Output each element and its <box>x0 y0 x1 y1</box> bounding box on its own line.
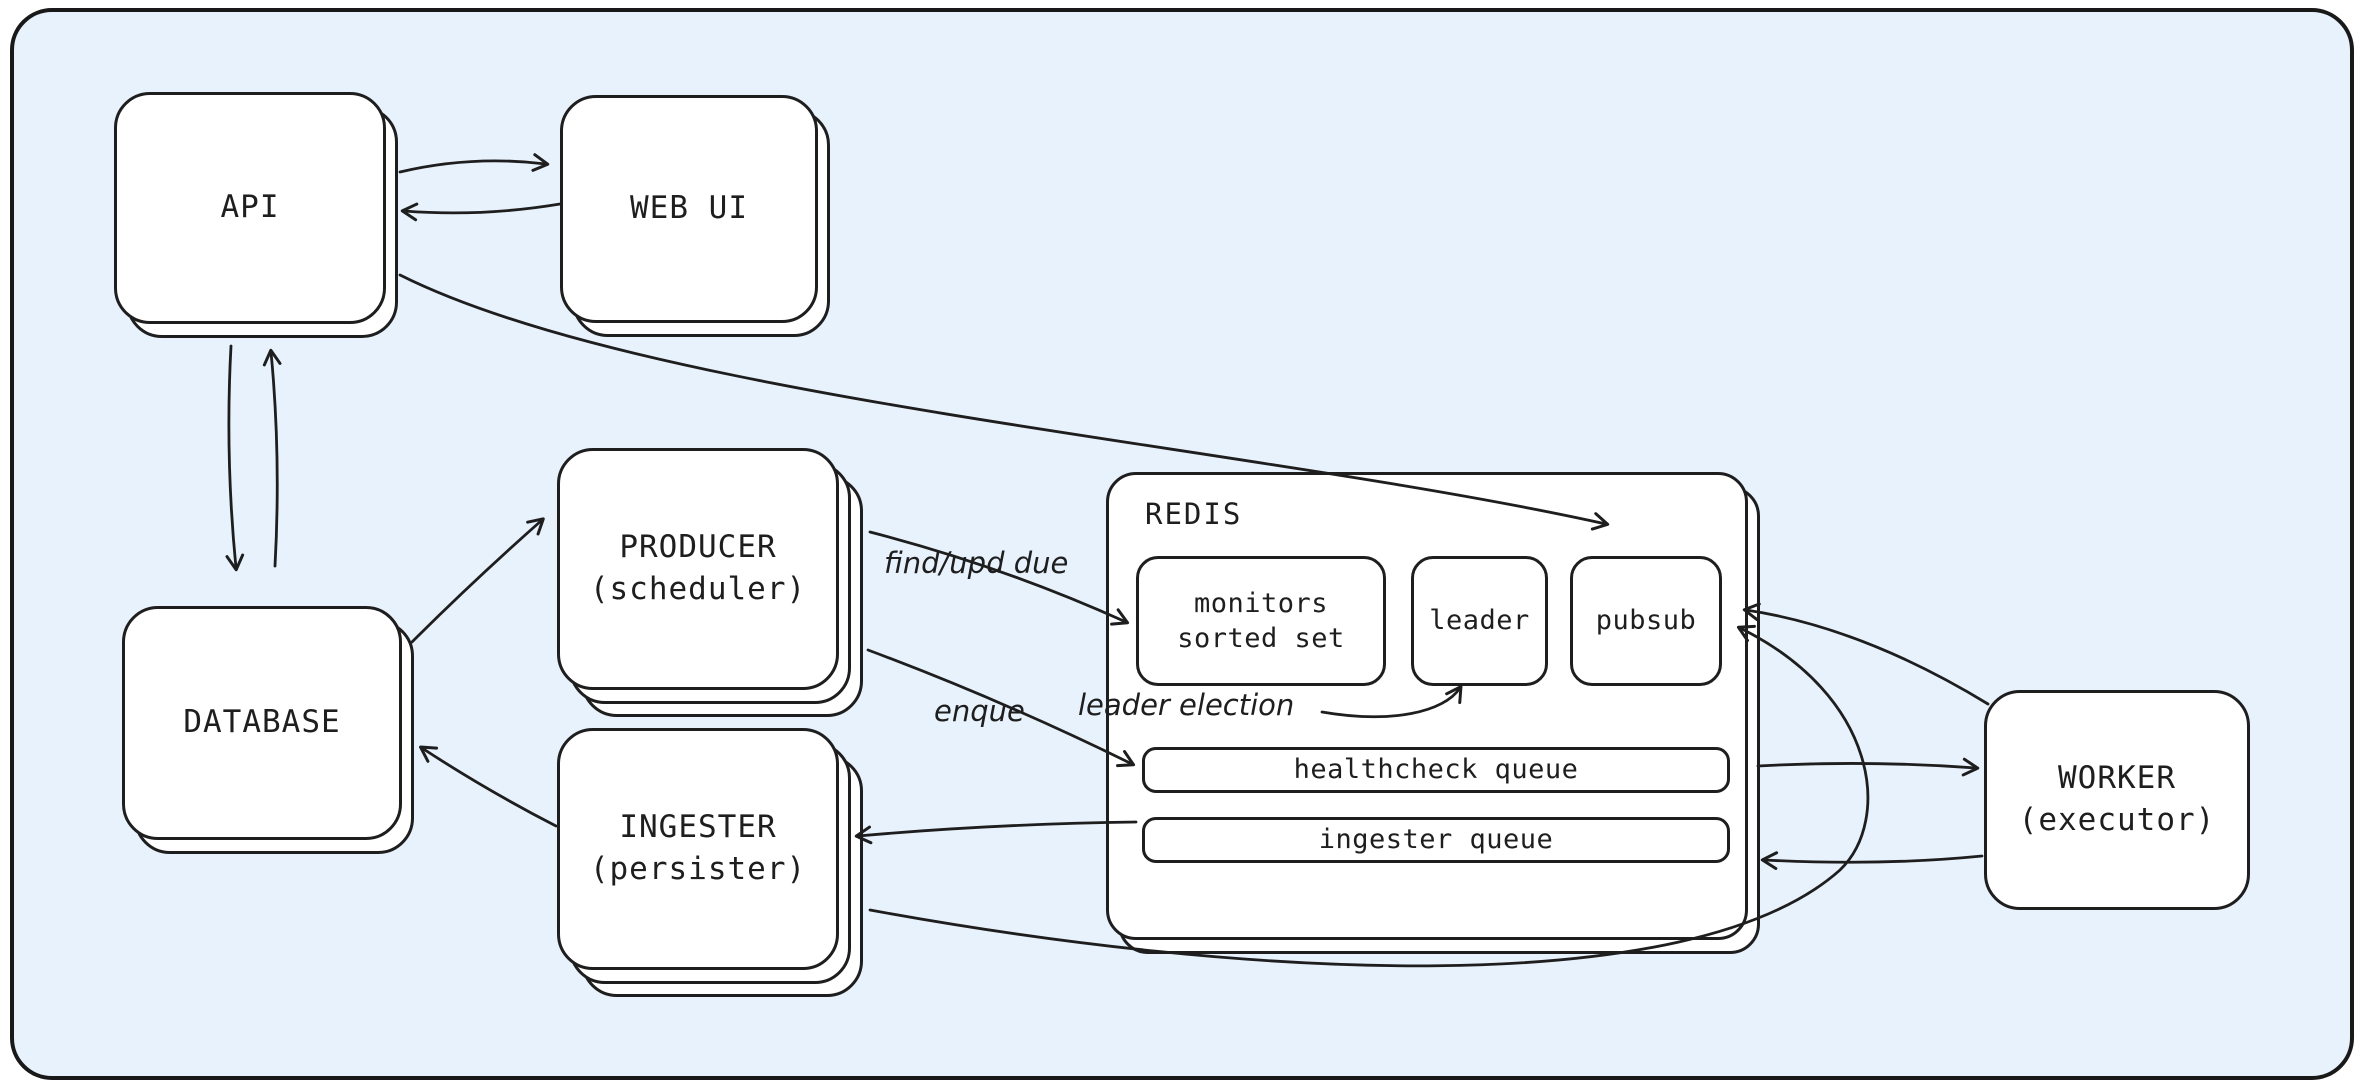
edge-label-enque: enque <box>934 694 1025 728</box>
arrow-ingester-queue-to-ingester <box>854 820 1138 845</box>
node-ingester-queue: ingester queue <box>1142 817 1730 863</box>
node-producer: PRODUCER (scheduler) <box>557 448 863 717</box>
node-database: DATABASE <box>122 606 414 854</box>
edge-label-find-upd-due: find/upd due <box>884 546 1069 580</box>
node-ingester-label: INGESTER (persister) <box>589 809 807 887</box>
node-producer-label: PRODUCER (scheduler) <box>589 529 807 607</box>
node-api-label: API <box>220 189 280 226</box>
arrow-worker-to-ingester-queue <box>1760 851 1984 870</box>
node-pubsub: pubsub <box>1570 556 1722 686</box>
node-healthcheck-queue-label: healthcheck queue <box>1293 754 1579 786</box>
node-leader: leader <box>1411 556 1548 686</box>
node-worker: WORKER (executor) <box>1984 690 2250 910</box>
node-worker-label: WORKER (executor) <box>2018 760 2216 838</box>
arrow-healthcheck-queue-to-worker <box>1756 757 1980 777</box>
edge-label-leader-election: leader election <box>1078 688 1295 722</box>
node-leader-label: leader <box>1429 605 1530 637</box>
node-ingester: INGESTER (persister) <box>557 728 863 997</box>
node-monitors-sorted-set: monitors sorted set <box>1136 556 1386 686</box>
node-web-ui: WEB UI <box>560 95 830 337</box>
node-api: API <box>114 92 398 338</box>
node-redis-label: REDIS <box>1145 497 1243 531</box>
node-pubsub-label: pubsub <box>1595 605 1697 637</box>
node-database-label: DATABASE <box>183 704 341 741</box>
arrow-api-to-database <box>225 344 245 572</box>
arrow-ingester-to-database <box>419 745 558 828</box>
node-monitors-sorted-set-label: monitors sorted set <box>1177 587 1345 654</box>
arrow-worker-to-pubsub <box>1742 602 1990 706</box>
node-web-ui-label: WEB UI <box>630 190 748 227</box>
node-ingester-queue-label: ingester queue <box>1318 824 1554 856</box>
node-healthcheck-queue: healthcheck queue <box>1142 747 1730 793</box>
arrow-api-to-web-ui <box>398 153 550 174</box>
arrow-database-to-api <box>262 348 282 568</box>
arrow-database-to-producer <box>410 517 545 644</box>
arrow-web-ui-to-api <box>400 202 562 222</box>
